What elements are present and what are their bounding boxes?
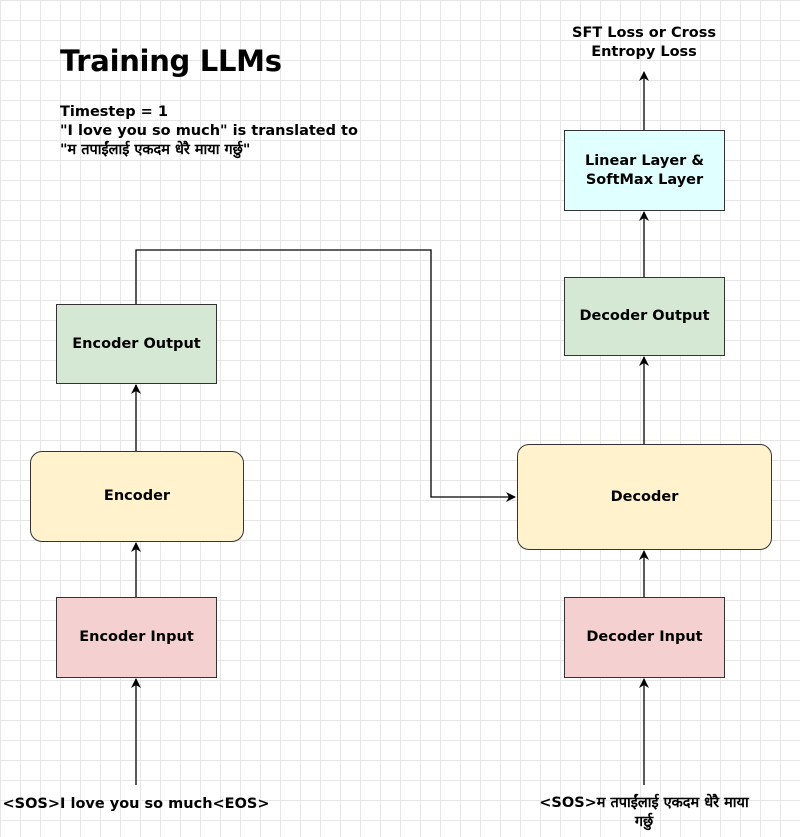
encoder-box: Encoder (30, 451, 244, 542)
decoder-output-label: Decoder Output (579, 308, 710, 324)
encoder-input-text: <SOS>I love you so much<EOS> (2, 796, 270, 812)
encoder-output-box: Encoder Output (56, 304, 217, 384)
loss-label-line-1: SFT Loss or Cross (572, 25, 716, 41)
decoder-output-box: Decoder Output (564, 277, 725, 356)
encoder-output-label: Encoder Output (72, 335, 201, 352)
linear-softmax-label-line-1: Linear Layer & (584, 152, 705, 169)
linear-softmax-box: Linear Layer & SoftMax Layer (564, 130, 725, 211)
note-line-3: "म तपाईंलाई एकदम धेरै माया गर्छु" (60, 142, 251, 158)
loss-label-line-2: Entropy Loss (591, 44, 697, 60)
decoder-label: Decoder (610, 488, 679, 505)
decoder-input-text: <SOS>म तपाईंलाई एकदम धेरै माया गर्छु (524, 794, 764, 832)
encoder-input-label: Encoder Input (79, 629, 194, 645)
loss-label: SFT Loss or Cross Entropy Loss (544, 24, 744, 62)
note-line-1: Timestep = 1 (60, 104, 168, 120)
decoder-input-text-line-2: गर्छु (634, 814, 654, 830)
encoder-label: Encoder (103, 488, 171, 504)
encoder-input-box: Encoder Input (56, 597, 217, 678)
note-line-2: "I love you so much" is translated to (60, 123, 358, 139)
timestep-note: Timestep = 1 "I love you so much" is tra… (60, 103, 358, 160)
decoder-input-text-line-1: <SOS>म तपाईंलाई एकदम धेरै माया (539, 795, 749, 811)
linear-softmax-label-line-2: SoftMax Layer (585, 171, 704, 188)
decoder-input-box: Decoder Input (564, 597, 725, 678)
decoder-box: Decoder (517, 444, 772, 550)
decoder-input-label: Decoder Input (586, 629, 703, 645)
diagram-title: Training LLMs (60, 44, 282, 78)
